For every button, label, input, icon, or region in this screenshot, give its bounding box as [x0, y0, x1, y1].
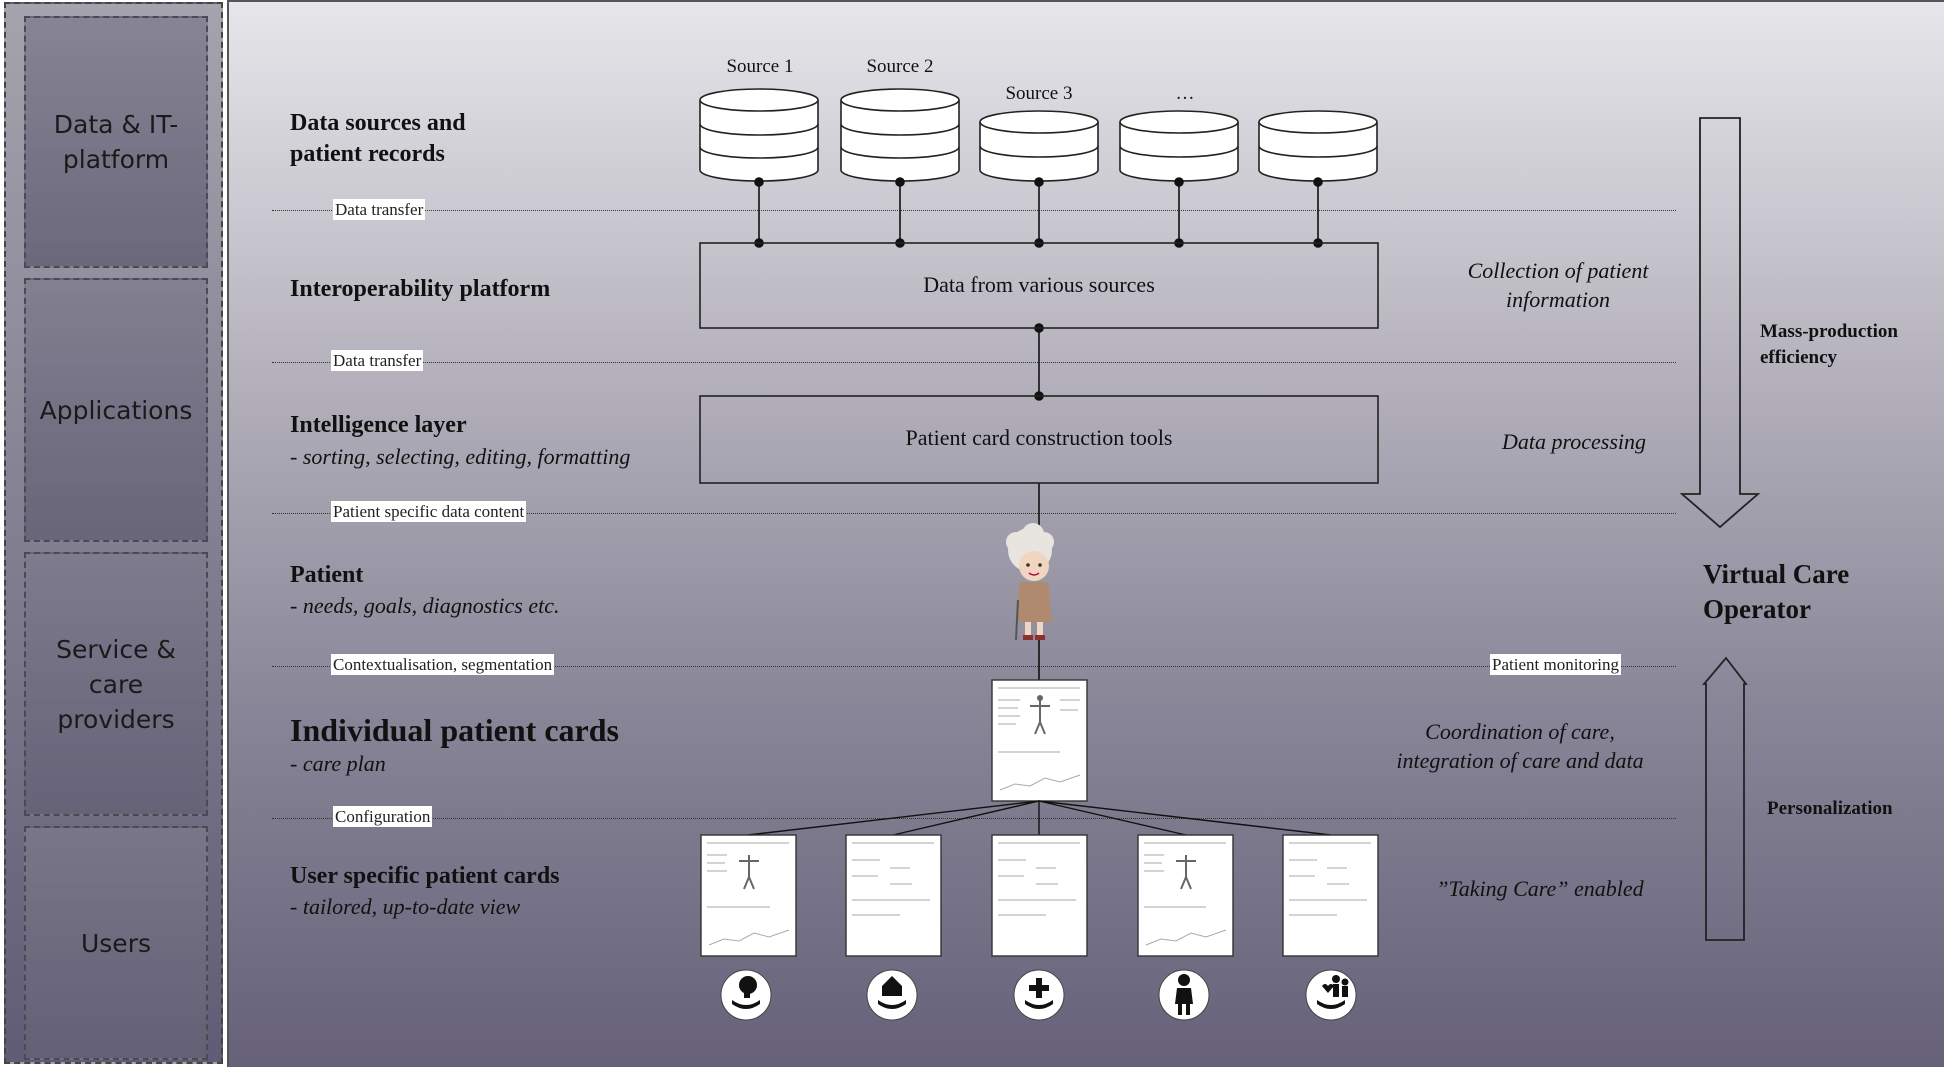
- left-column: Data & IT- platform Applications Service…: [4, 2, 223, 1064]
- separator-patient-data: [272, 513, 1676, 514]
- right-label-coordination: Coordination of care, integration of car…: [1396, 719, 1644, 773]
- data-from-various-sources-box: [699, 242, 1379, 329]
- user-patient-card: [845, 834, 942, 957]
- elderly-patient-icon: [1006, 523, 1054, 641]
- layer-title-interoperability: Interoperability platform: [290, 276, 551, 302]
- left-box-users: Users: [24, 826, 208, 1060]
- patient-card-construction-box: [699, 395, 1379, 484]
- personalization-arrow: [1702, 656, 1748, 941]
- layer-subtitle-individual-cards: - care plan: [290, 751, 386, 776]
- mass-production-arrow: [1679, 117, 1761, 529]
- source-label: …: [1175, 83, 1195, 104]
- separator-data-transfer-2: [272, 362, 1676, 363]
- layer-title-data-sources: Data sources and patient records: [290, 110, 466, 167]
- database-icon: [840, 88, 960, 182]
- right-label-collection: Collection of patient information: [1467, 258, 1649, 312]
- layer-title-individual-cards: Individual patient cards: [290, 712, 619, 748]
- separator-configuration: [272, 818, 1676, 819]
- person-icon: [1158, 969, 1210, 1021]
- house-hand-icon: [866, 969, 918, 1021]
- database-icon: [979, 110, 1099, 182]
- card-distribution-lines: [747, 800, 1332, 836]
- box-text-data-sources: Data from various sources: [923, 272, 1155, 297]
- source-label: Source 2: [866, 56, 934, 77]
- separator-label: Data transfer: [331, 350, 424, 371]
- database-icon: [1119, 110, 1239, 182]
- left-box-service-care-providers: Service & care providers: [24, 552, 208, 816]
- medical-cross-hand-icon: [1013, 969, 1065, 1021]
- user-patient-card: [700, 834, 797, 957]
- database-icon: [699, 88, 819, 182]
- individual-patient-card: [991, 679, 1088, 802]
- personalization-label: Personalization: [1767, 798, 1893, 819]
- layer-title-intelligence: Intelligence layer: [290, 412, 467, 438]
- mass-production-label: Mass-production efficiency: [1760, 321, 1898, 368]
- source-label: Source 1: [726, 56, 794, 77]
- layer-subtitle-user-specific-cards: - tailored, up-to-date view: [290, 894, 521, 919]
- separator-contextualisation: [272, 666, 1676, 667]
- layer-subtitle-patient: - needs, goals, diagnostics etc.: [290, 593, 560, 618]
- separator-data-transfer-1: [272, 210, 1676, 211]
- user-patient-card: [991, 834, 1088, 957]
- family-hand-icon: [1305, 969, 1357, 1021]
- separator-label: Contextualisation, segmentation: [331, 654, 555, 675]
- left-box-data-it-platform: Data & IT- platform: [24, 16, 208, 268]
- separator-label: Patient specific data content: [331, 501, 527, 522]
- separator-label-right: Patient monitoring: [1490, 654, 1622, 675]
- layer-title-user-specific-cards: User specific patient cards: [290, 863, 560, 889]
- separator-label: Configuration: [333, 806, 433, 827]
- user-patient-card: [1137, 834, 1234, 957]
- database-icon: [1258, 110, 1378, 182]
- source-label: Source 3: [1005, 83, 1073, 104]
- separator-label: Data transfer: [333, 199, 426, 220]
- head-brain-hand-icon: [720, 969, 772, 1021]
- layer-subtitle-intelligence: - sorting, selecting, editing, formattin…: [290, 444, 631, 469]
- left-box-applications: Applications: [24, 278, 208, 542]
- user-patient-card: [1282, 834, 1379, 957]
- layer-title-patient: Patient: [290, 562, 364, 588]
- right-label-data-processing: Data processing: [1501, 429, 1646, 454]
- right-label-taking-care: ”Taking Care” enabled: [1436, 876, 1644, 901]
- virtual-care-operator-label: Virtual Care Operator: [1703, 559, 1850, 624]
- box-text-construction-tools: Patient card construction tools: [905, 425, 1173, 450]
